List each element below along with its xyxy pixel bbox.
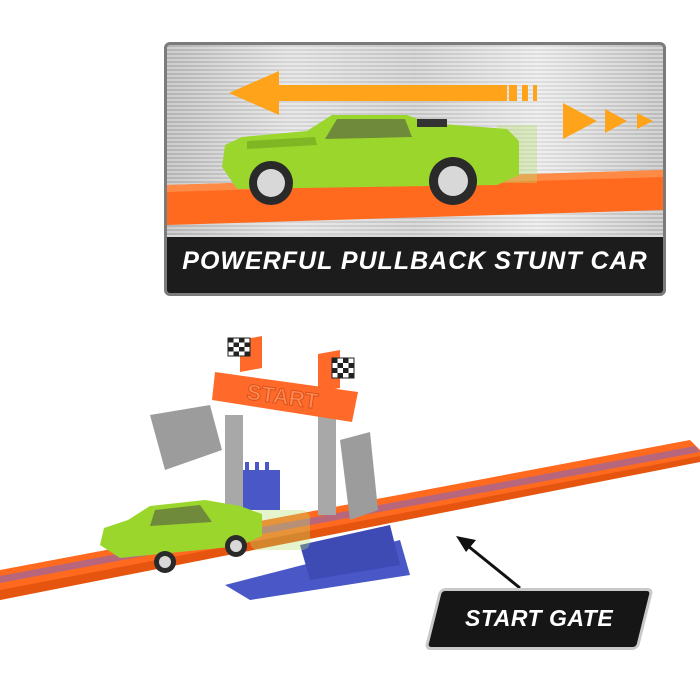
feature-banner: POWERFUL PULLBACK STUNT CAR [167,235,663,293]
track-scene: START [0,336,700,600]
gate-sign-text: START [245,379,320,414]
start-gate-label: START GATE [465,605,614,631]
pointer-arrow-icon [456,536,521,590]
start-gate-callout: START GATE [424,588,654,650]
gate-posts [150,405,378,525]
chevron-right-icon [563,103,653,139]
checkered-flag-icon [227,337,251,357]
pullback-car [222,115,519,205]
feature-title: POWERFUL PULLBACK STUNT CAR [182,247,648,275]
left-arrow-icon [229,71,537,115]
feature-panel: POWERFUL PULLBACK STUNT CAR [164,42,666,296]
checkered-flag-icon [331,357,355,379]
pullback-illustration [167,71,663,225]
stunt-car [100,500,310,573]
